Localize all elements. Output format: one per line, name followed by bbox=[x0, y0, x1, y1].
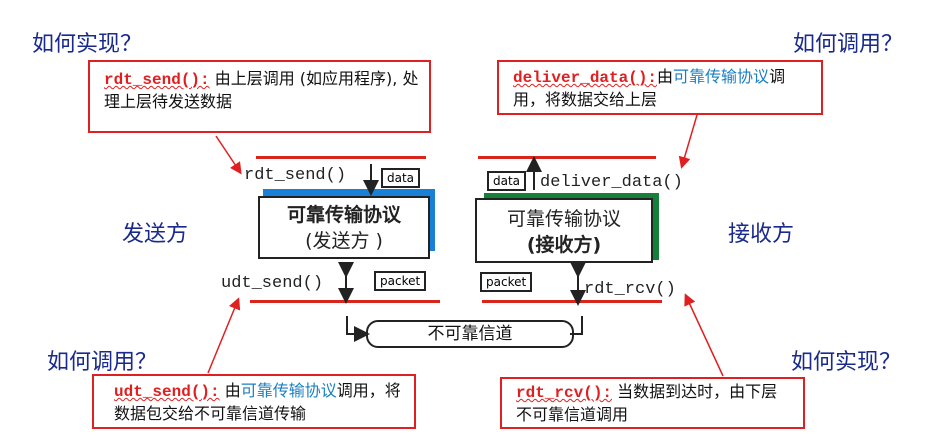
channel-left-connector bbox=[346, 316, 370, 342]
callout-deliver-data: deliver_data():由可靠传输协议调用，将数据交给上层 bbox=[497, 60, 823, 115]
protocol-subtitle: (接收方) bbox=[526, 234, 602, 256]
sender-label: 发送方 bbox=[122, 222, 189, 247]
callout-text: 当数据到达时，由下层不可靠信道调用 bbox=[516, 382, 778, 424]
packet-tag: packet bbox=[480, 272, 533, 292]
callout-text: 由 bbox=[219, 381, 241, 400]
callout-highlight: 可靠传输协议 bbox=[673, 67, 770, 86]
fn-rdt-send: rdt_send(): bbox=[104, 71, 210, 89]
fn-deliver-data: deliver_data(): bbox=[513, 69, 658, 87]
packet-tag: packet bbox=[374, 271, 427, 291]
pointer-deliver-data bbox=[678, 114, 698, 169]
fn-udt-send: udt_send(): bbox=[114, 383, 220, 401]
data-tag: data bbox=[487, 171, 527, 191]
callout-rdt-send: rdt_send(): 由上层调用 (如应用程序), 处理上层待发送数据 bbox=[88, 60, 431, 133]
callout-rdt-rcv: rdt_rcv(): 当数据到达时，由下层不可靠信道调用 bbox=[500, 377, 805, 429]
protocol-title: 可靠传输协议 bbox=[286, 204, 401, 226]
callout-udt-send: udt_send(): 由可靠传输协议调用，将数据包交给不可靠信道传输 bbox=[92, 374, 416, 429]
callout-text: 由上层调用 (如应用程序), 处理上层待发送数据 bbox=[104, 69, 419, 111]
unreliable-channel: 不可靠信道 bbox=[366, 320, 574, 348]
question-how-call-sender: 如何调用？ bbox=[47, 350, 158, 375]
question-how-implement-receiver: 如何实现？ bbox=[791, 350, 902, 375]
callout-text: 调用，将数据包交给不可靠信道传输 bbox=[114, 381, 401, 423]
callout-text: 由 bbox=[657, 67, 674, 86]
question-how-call-receiver: 如何调用？ bbox=[793, 32, 904, 57]
callout-text: 调用，将数据交给上层 bbox=[513, 67, 786, 109]
data-tag: data bbox=[381, 168, 421, 188]
fn-rdt-rcv: rdt_rcv(): bbox=[516, 384, 613, 402]
callout-highlight: 可靠传输协议 bbox=[240, 381, 337, 400]
udt-send-call: udt_send() bbox=[221, 274, 324, 293]
receiver-protocol-box: 可靠传输协议 (接收方) bbox=[475, 198, 653, 263]
channel-right-connector bbox=[570, 316, 583, 335]
sender-protocol-box: 可靠传输协议 (发送方 ) bbox=[258, 196, 430, 259]
deliver-data-call: deliver_data() bbox=[540, 173, 683, 192]
question-how-implement-sender: 如何实现？ bbox=[32, 32, 143, 57]
pointer-rdt-rcv bbox=[684, 293, 724, 377]
channel-label: 不可靠信道 bbox=[427, 324, 513, 344]
receiver-label: 接收方 bbox=[728, 222, 795, 247]
receiver-upper-layer-boundary bbox=[478, 156, 656, 159]
protocol-title: 可靠传输协议 bbox=[506, 208, 621, 230]
pointer-rdt-send bbox=[215, 135, 242, 175]
sender-upper-layer-boundary bbox=[256, 156, 426, 159]
protocol-subtitle: (发送方 ) bbox=[305, 230, 383, 252]
rdt-rcv-call: rdt_rcv() bbox=[584, 280, 676, 299]
pointer-udt-send bbox=[207, 297, 241, 374]
rdt-send-call: rdt_send() bbox=[244, 166, 347, 185]
